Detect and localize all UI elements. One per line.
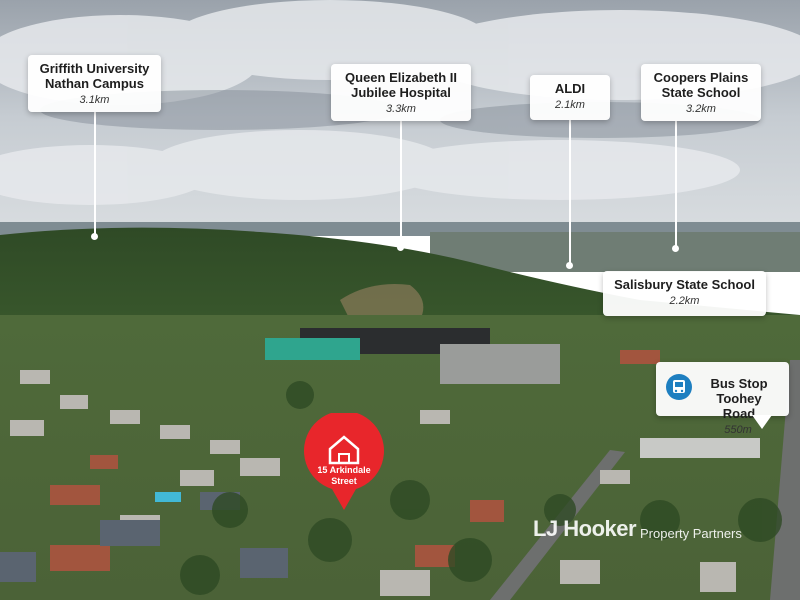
brand-logo: LJ Hooker xyxy=(533,516,637,542)
aldi-leader-line xyxy=(569,120,571,265)
brand-subtitle: Property Partners xyxy=(640,526,742,541)
label-distance: 2.1km xyxy=(555,99,585,111)
property-address: 15 Arkindale Street xyxy=(317,465,371,486)
label-distance: 2.2km xyxy=(669,295,700,307)
label-distance: 550m xyxy=(724,424,752,436)
aldi-point-marker xyxy=(566,262,573,269)
label-title: Coopers Plains State School xyxy=(653,70,749,100)
label-title: ALDI xyxy=(554,81,586,96)
label-griffith-university: Griffith University Nathan Campus 3.1km xyxy=(28,55,161,112)
label-distance: 3.1km xyxy=(79,94,110,106)
label-distance: 3.3km xyxy=(386,103,416,115)
bus-stop-pointer xyxy=(752,415,772,429)
qeii-point-marker xyxy=(397,244,404,251)
bus-icon xyxy=(666,374,692,400)
label-aldi: ALDI 2.1km xyxy=(530,75,610,120)
coopers-point-marker xyxy=(672,245,679,252)
label-title: Griffith University Nathan Campus xyxy=(39,61,150,91)
label-title: Bus Stop Toohey Road xyxy=(664,376,779,421)
coopers-leader-line xyxy=(675,121,677,248)
label-title: Queen Elizabeth II Jubilee Hospital xyxy=(345,70,457,100)
label-distance: 3.2km xyxy=(686,103,716,115)
label-salisbury-state-school: Salisbury State School 2.2km xyxy=(603,271,766,316)
label-qeii-hospital: Queen Elizabeth II Jubilee Hospital 3.3k… xyxy=(331,64,471,121)
label-title: Bus Stop Toohey Road xyxy=(710,376,768,421)
label-title: Salisbury State School xyxy=(614,277,755,292)
arrow-right-icon xyxy=(772,283,786,303)
qeii-leader-line xyxy=(400,121,402,247)
griffith-point-marker xyxy=(91,233,98,240)
griffith-leader-line xyxy=(94,112,96,236)
brand-name: LJ Hooker xyxy=(533,516,637,541)
house-pin-icon: 15 Arkindale Street xyxy=(304,410,384,511)
label-coopers-plains: Coopers Plains State School 3.2km xyxy=(641,64,761,121)
